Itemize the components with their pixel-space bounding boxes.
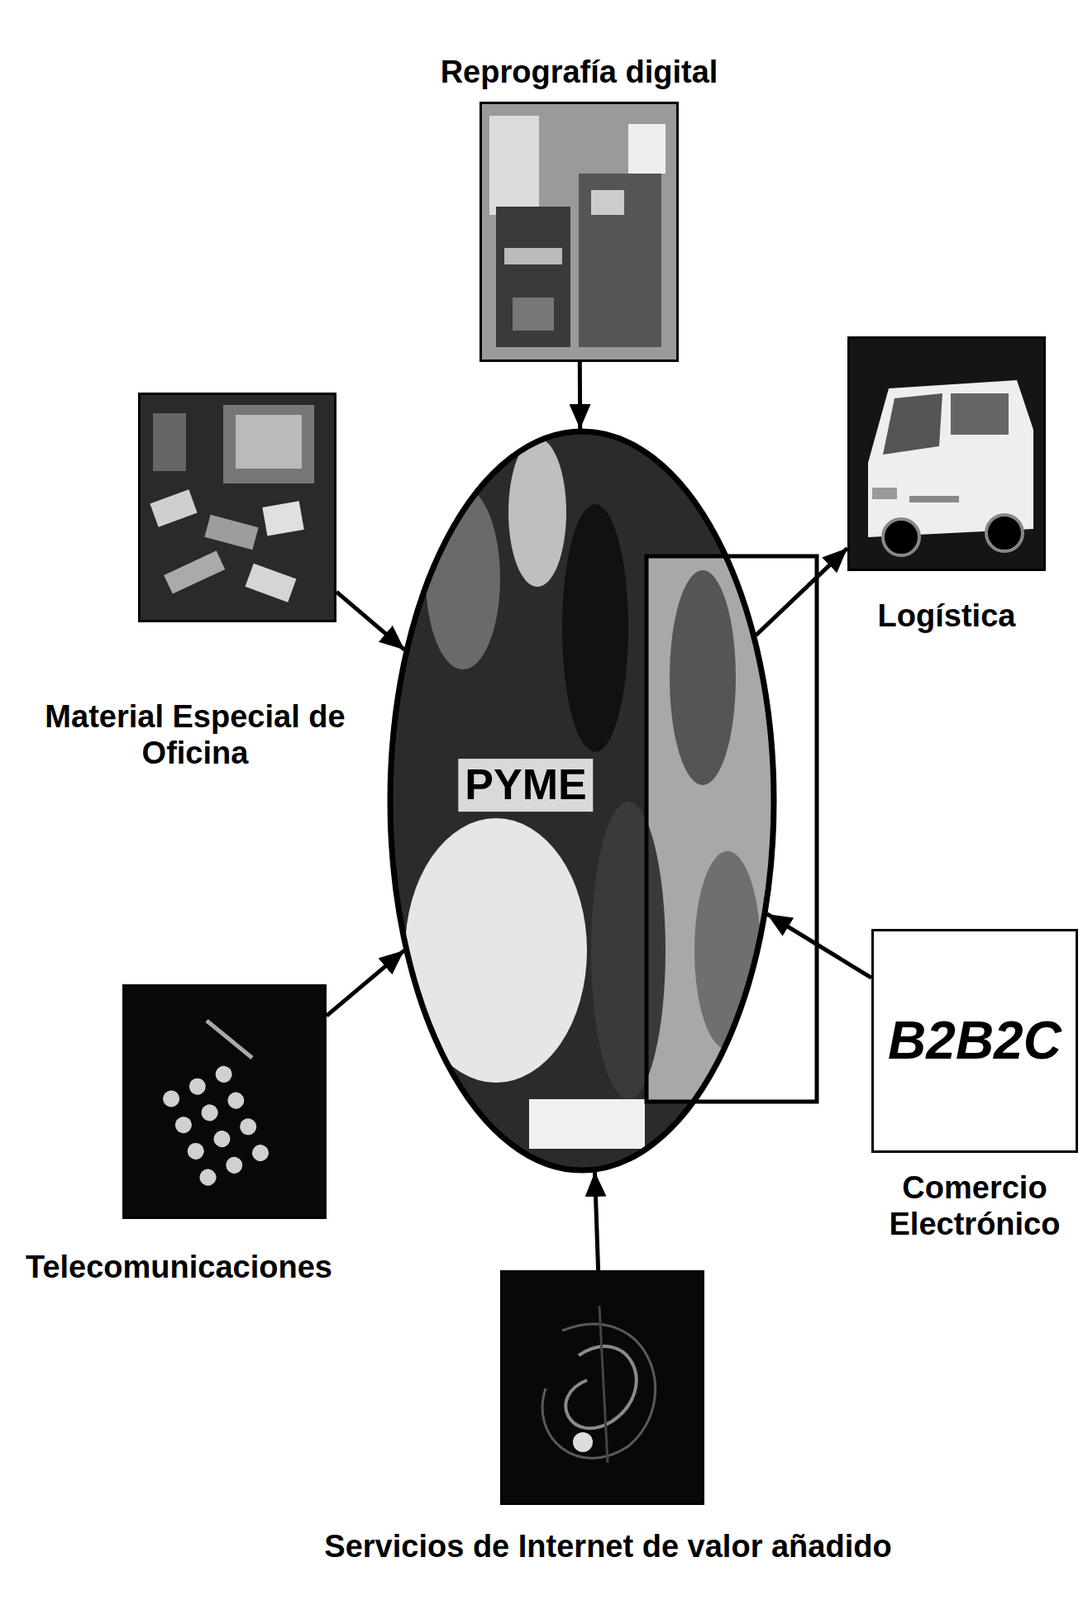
- copier-photo: [512, 297, 554, 331]
- keypad-photo: [249, 1142, 272, 1165]
- keypad-photo: [223, 1154, 246, 1178]
- van-photo: [882, 519, 920, 556]
- overlay-bracket: [646, 556, 817, 1103]
- keypad-photo: [237, 1116, 260, 1139]
- arrow-connector: [755, 548, 848, 635]
- office-supplies-photo: [149, 489, 197, 527]
- office-supplies-photo: [223, 405, 315, 484]
- keypad-photo: [160, 1063, 272, 1189]
- van-photo: [882, 393, 943, 455]
- overlay-bracket: [646, 556, 817, 1103]
- office-supplies-photo: [138, 392, 337, 623]
- keypad-photo: [186, 1075, 210, 1098]
- keypad-photo: [184, 1140, 207, 1164]
- copier-photo: [591, 190, 625, 215]
- van-photo: [847, 336, 1046, 572]
- van-photo: [847, 336, 1046, 572]
- arrow-connector: [594, 1172, 598, 1271]
- image-box: Reprografía digital: [479, 101, 679, 363]
- arrow-connector: [326, 950, 405, 1017]
- office-supplies-photo: [235, 415, 302, 469]
- keypad-photo: [212, 1063, 235, 1087]
- arrow-connector: [767, 914, 872, 979]
- van-photo: [909, 496, 959, 503]
- keypad-photo: [210, 1128, 234, 1151]
- office-supplies-photo: [138, 392, 337, 623]
- arrow-connector: [336, 591, 405, 650]
- node-caption: Material Especial de Oficina: [0, 699, 390, 772]
- office-supplies-photo: [262, 500, 304, 536]
- office-supplies-photo: [152, 413, 187, 472]
- process-box: B2B2CComercio Electrónico: [871, 929, 1079, 1154]
- office-supplies-photo: [163, 550, 225, 594]
- keypad-photo: [122, 984, 327, 1220]
- internet-photo: [542, 1324, 656, 1459]
- people-photo: [669, 570, 736, 786]
- node-text: PYME: [458, 758, 593, 812]
- keypad-photo: [160, 1087, 183, 1111]
- node-caption: Servicios de Internet de valor añadido: [219, 1529, 998, 1566]
- node-caption: Logística: [839, 598, 1055, 635]
- copier-photo: [496, 206, 571, 348]
- copier-photo: [504, 248, 563, 265]
- people-photo: [387, 429, 817, 1174]
- copier-photo: [489, 115, 540, 215]
- keypad-photo: [122, 984, 327, 1220]
- office-supplies-photo: [244, 563, 296, 603]
- internet-photo: [500, 1270, 705, 1506]
- people-photo: [529, 1099, 645, 1150]
- keypad-photo: [196, 1166, 220, 1189]
- copier-photo: [479, 101, 679, 363]
- van-photo: [950, 393, 1009, 435]
- image-box: Telecomunicaciones: [122, 984, 327, 1220]
- node-text: B2B2C: [887, 1011, 1062, 1073]
- arrow-connector: [577, 362, 583, 430]
- internet-photo: [572, 1432, 593, 1453]
- people-photo: [694, 851, 761, 1050]
- people-photo: [405, 818, 587, 1083]
- center-oval: PYME: [387, 429, 777, 1174]
- people-photo: [508, 438, 567, 587]
- van-photo: [986, 515, 1023, 552]
- people-photo: [562, 504, 629, 753]
- node-caption: Comercio Electrónico: [858, 1170, 1083, 1243]
- keypad-photo: [224, 1089, 248, 1112]
- node-caption: Telecomunicaciones: [1, 1249, 358, 1287]
- copier-photo: [479, 101, 679, 363]
- people-photo: [591, 801, 666, 1100]
- node-caption: Reprografía digital: [323, 54, 836, 91]
- people-photo: [646, 556, 817, 1103]
- keypad-photo: [206, 1020, 253, 1059]
- van-photo: [868, 380, 1034, 538]
- image-box: Servicios de Internet de valor añadido: [500, 1270, 705, 1506]
- keypad-photo: [198, 1102, 221, 1125]
- oval-outline: [390, 431, 774, 1171]
- internet-photo: [599, 1306, 608, 1464]
- office-supplies-photo: [204, 515, 258, 551]
- image-box: Material Especial de Oficina: [138, 392, 337, 623]
- internet-photo: [500, 1270, 705, 1506]
- van-photo: [872, 487, 897, 500]
- copier-photo: [578, 173, 662, 348]
- copier-photo: [628, 124, 666, 174]
- image-box: Logística: [847, 336, 1046, 572]
- keypad-photo: [172, 1114, 196, 1137]
